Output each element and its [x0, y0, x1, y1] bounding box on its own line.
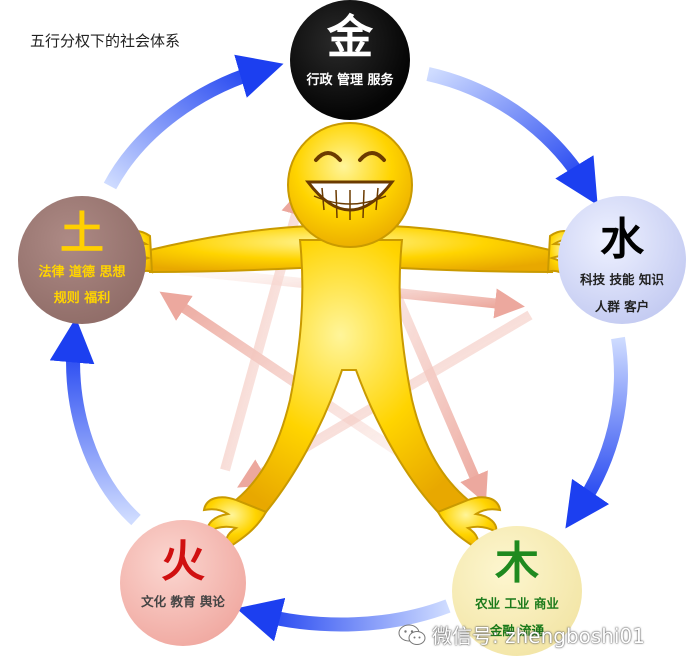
element-wood-desc-line2: 金融 流通 — [489, 622, 545, 638]
arrow-fire-to-earth — [49, 317, 141, 526]
arrow-wood-to-fire — [236, 597, 451, 642]
element-earth: 土 法律 道德 思想 规则 福利 — [18, 196, 146, 324]
element-water-desc-line1: 科技 技能 知识 — [580, 272, 664, 287]
figure-teeth — [313, 187, 387, 220]
element-water-glyph: 水 — [600, 214, 644, 265]
arrow-earth-to-metal — [103, 54, 284, 190]
element-fire-glyph: 火 — [161, 536, 205, 587]
figure-body — [234, 239, 470, 514]
element-fire: 火 文化 教育 舆论 — [120, 520, 246, 646]
element-metal-glyph: 金 — [327, 10, 373, 64]
element-earth-glyph: 土 — [60, 208, 104, 259]
element-wood: 木 农业 工业 商业 金融 流通 — [452, 526, 582, 656]
element-water-desc-line2: 人群 客户 — [594, 298, 650, 314]
smiley-figure — [118, 122, 582, 550]
figure-left-eye — [314, 151, 342, 162]
diagram-title: 五行分权下的社会体系 — [30, 32, 181, 50]
element-metal: 金 行政 管理 服务 — [290, 0, 410, 120]
element-wood-glyph: 木 — [495, 538, 539, 589]
arrow-water-to-wood — [565, 336, 628, 529]
element-earth-desc-line2: 规则 福利 — [53, 290, 111, 306]
element-metal-desc-line1: 行政 管理 服务 — [306, 73, 394, 88]
arrow-metal-to-water — [426, 67, 598, 206]
wechat-watermark: 微信号: zhengboshi01 — [398, 620, 645, 649]
wechat-icon — [398, 624, 426, 645]
element-wood-desc-line1: 农业 工业 商业 — [475, 596, 559, 611]
figure-right-eye — [358, 151, 386, 162]
cycle-arrows — [49, 54, 628, 642]
watermark-text: 微信号: zhengboshi01 — [432, 624, 645, 648]
element-fire-desc-line1: 文化 教育 舆论 — [141, 594, 225, 609]
element-earth-desc-line1: 法律 道德 思想 — [38, 265, 126, 280]
element-water: 水 科技 技能 知识 人群 客户 — [558, 196, 686, 324]
